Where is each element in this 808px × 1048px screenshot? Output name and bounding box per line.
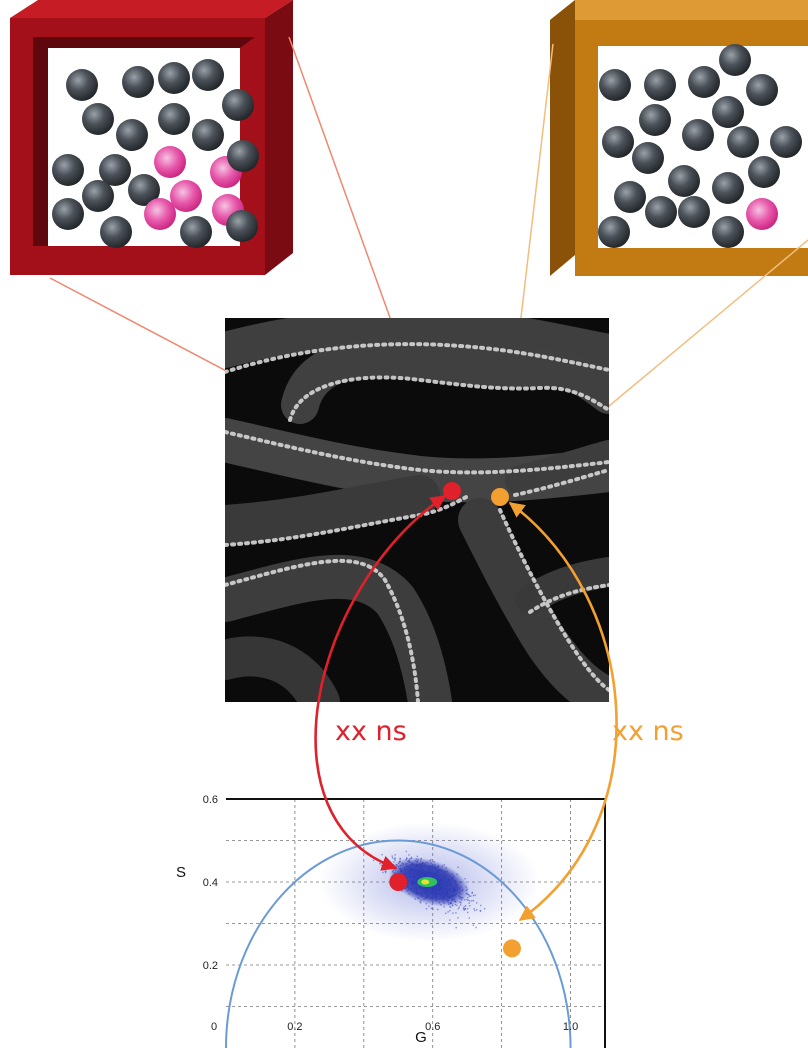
dark-cell [712, 96, 744, 128]
magenta-cell [746, 198, 778, 230]
dark-cell [682, 119, 714, 151]
dark-cell [644, 69, 676, 101]
phasor-cloud-peak [421, 879, 430, 885]
dark-cell [719, 44, 751, 76]
right-sample-box [550, 0, 808, 276]
dark-cell [712, 172, 744, 204]
left-box-right-face [265, 0, 293, 275]
phasor-plot: 0.6 0.4 0.2 0 0.2 0.6 1.0 S G [176, 794, 606, 1048]
x-tick-label: 0 [211, 1021, 217, 1033]
dark-cell [668, 165, 700, 197]
dark-cell [645, 196, 677, 228]
dark-cell [52, 154, 84, 186]
dark-cell [770, 126, 802, 158]
red-pixel-marker [443, 482, 461, 500]
left-sample-box [10, 0, 293, 275]
dark-cell [602, 126, 634, 158]
dark-cell [688, 66, 720, 98]
x-tick-label: 0.6 [425, 1021, 440, 1033]
dark-cell [712, 216, 744, 248]
left-box-top-face [10, 0, 293, 18]
dark-cell [128, 174, 160, 206]
dark-cell [222, 89, 254, 121]
magenta-cell [144, 198, 176, 230]
phasor-cloud [319, 822, 540, 942]
dark-cell [180, 216, 212, 248]
x-tick-label: 1.0 [563, 1021, 578, 1033]
dark-cell [122, 66, 154, 98]
dark-cell [639, 104, 671, 136]
orange-pixel-marker [491, 488, 509, 506]
orange-lifetime-arrow [508, 501, 618, 922]
dark-cell [158, 62, 190, 94]
dark-cell [82, 103, 114, 135]
dark-cell [748, 156, 780, 188]
dark-cell [52, 198, 84, 230]
dark-cell [678, 196, 710, 228]
dark-cell [66, 69, 98, 101]
dark-cell [99, 154, 131, 186]
x-axis-label: G [415, 1029, 427, 1046]
y-tick-label: 0.4 [203, 877, 218, 889]
dark-cell [192, 59, 224, 91]
dark-cell [192, 119, 224, 151]
microscopy-image [225, 318, 609, 702]
x-tick-labels: 0 0.2 0.6 1.0 [211, 1021, 578, 1033]
dark-cell [82, 180, 114, 212]
dark-cell [614, 181, 646, 213]
dark-cell [116, 119, 148, 151]
red-phasor-point [389, 873, 408, 891]
y-tick-labels: 0.6 0.4 0.2 [203, 794, 218, 972]
right-box-side-face [550, 0, 575, 276]
orange-lifetime-label: xx ns [612, 716, 684, 747]
red-lifetime-arrow [314, 494, 447, 871]
right-box-top-face [550, 0, 808, 20]
right-box-cells [598, 44, 802, 248]
y-axis-label: S [176, 864, 186, 881]
dark-cell [599, 69, 631, 101]
dark-cell [227, 140, 259, 172]
orange-phasor-point [502, 939, 521, 958]
dark-cell [100, 216, 132, 248]
y-tick-label: 0.2 [203, 960, 218, 972]
dark-cell [158, 103, 190, 135]
magenta-cell [170, 180, 202, 212]
magenta-cell [154, 146, 186, 178]
dark-cell [598, 216, 630, 248]
y-tick-label: 0.6 [203, 794, 218, 806]
dark-cell [226, 210, 258, 242]
red-lifetime-label: xx ns [335, 716, 407, 747]
dark-cell [746, 74, 778, 106]
dark-cell [727, 126, 759, 158]
x-tick-label: 0.2 [287, 1021, 302, 1033]
left-box-cells [52, 59, 259, 248]
dark-cell [632, 142, 664, 174]
